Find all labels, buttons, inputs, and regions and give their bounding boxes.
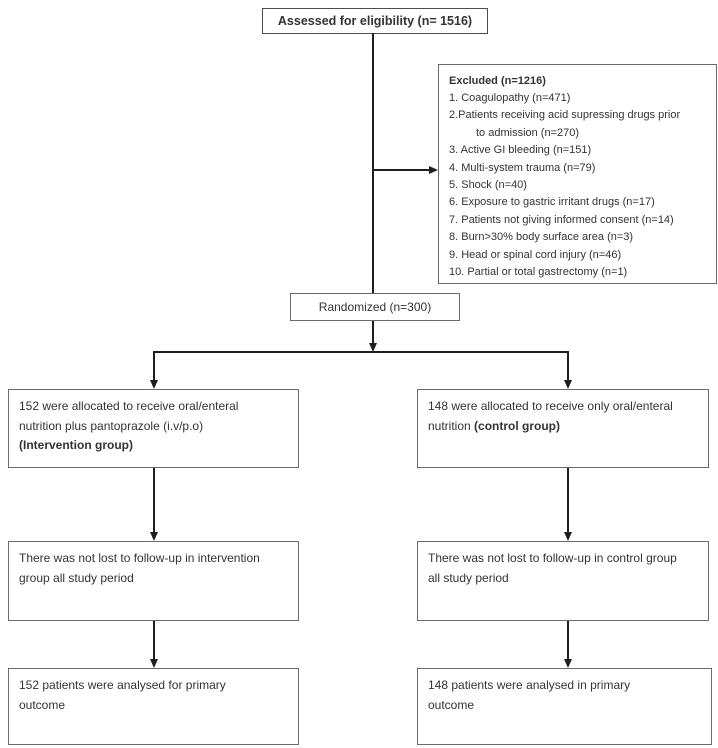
arrowhead-down-icon: [563, 532, 572, 541]
randomized-label: Randomized (n=300): [318, 300, 432, 314]
arrowhead-down-icon: [368, 342, 377, 352]
randomized-box: Randomized (n=300): [290, 293, 460, 321]
text-line: 8. Burn>30% body surface area (n=3): [449, 231, 634, 244]
text-line: 152 patients were analysed for primary: [19, 678, 226, 692]
arrowhead-right-icon: [429, 165, 438, 174]
text-line: 4. Multi-system trauma (n=79): [449, 161, 596, 174]
text-line: There was not lost to follow-up in contr…: [428, 551, 677, 565]
followup-intervention-box: There was not lost to follow-up in inter…: [8, 541, 299, 621]
allocation-control-box: 148 were allocated to receive only oral/…: [417, 389, 709, 468]
assessed-eligibility-label: Assessed for eligibility (n= 1516): [277, 14, 473, 28]
text-line: outcome: [428, 697, 475, 712]
branch-line: [153, 351, 569, 353]
assessed-eligibility-box: Assessed for eligibility (n= 1516): [262, 8, 488, 34]
text-line: 3. Active GI bleeding (n=151): [449, 144, 592, 157]
connector-branch-to-intervention: [153, 351, 155, 381]
text-line: 148 patients were analysed in primary: [428, 678, 631, 692]
text-line: group all study period: [19, 570, 134, 585]
text-line: to admission (n=270): [476, 126, 580, 139]
text-line: 1. Coagulopathy (n=471): [449, 92, 571, 104]
arrowhead-down-icon: [563, 659, 572, 668]
analysis-control-box: 148 patients were analysed in primary out…: [417, 668, 712, 745]
arrowhead-down-icon: [149, 659, 158, 668]
text-line: 2.Patients receiving acid supressing dru…: [449, 109, 681, 122]
analysis-intervention-box: 152 patients were analysed for primary ou…: [8, 668, 299, 745]
text-line: 10. Partial or total gastrectomy (n=1): [449, 266, 628, 279]
text-line: 152 were allocated to receive oral/enter…: [19, 399, 239, 413]
connector-branch-to-control: [567, 351, 569, 381]
text-line: nutrition plus pantoprazole (i.v/p.o): [19, 418, 204, 433]
text-line: (Intervention group): [19, 438, 133, 452]
text-line: 5. Shock (n=40): [449, 179, 527, 192]
text-line: outcome: [19, 697, 66, 712]
arrowhead-down-icon: [149, 532, 158, 541]
text-line: 7. Patients not giving informed consent …: [449, 213, 674, 226]
text-line: 9. Head or spinal cord injury (n=46): [449, 248, 622, 261]
connector-allocation-to-followup-right: [567, 468, 569, 533]
text-line: nutrition (control group): [428, 418, 561, 433]
excluded-reason-list: 1. Coagulopathy (n=471) 2.Patients receiv…: [449, 90, 710, 281]
connector-allocation-to-followup-left: [153, 468, 155, 533]
allocation-intervention-box: 152 were allocated to receive oral/enter…: [8, 389, 299, 468]
text-line: 6. Exposure to gastric irritant drugs (n…: [449, 196, 655, 209]
followup-control-box: There was not lost to follow-up in contr…: [417, 541, 709, 621]
text-line: 148 were allocated to receive only oral/…: [428, 399, 673, 413]
connector-assessed-to-randomized: [372, 33, 374, 293]
excluded-box: Excluded (n=1216) 1. Coagulopathy (n=471…: [438, 64, 717, 284]
connector-followup-to-analysis-left: [153, 621, 155, 660]
text-line: There was not lost to follow-up in inter…: [19, 551, 260, 565]
connector-randomized-to-branch: [372, 321, 374, 343]
connector-followup-to-analysis-right: [567, 621, 569, 660]
text-line: all study period: [428, 570, 509, 585]
arrowhead-down-icon: [563, 380, 572, 389]
excluded-title: Excluded (n=1216): [449, 75, 546, 87]
connector-to-excluded: [373, 169, 430, 171]
arrowhead-down-icon: [149, 380, 158, 389]
